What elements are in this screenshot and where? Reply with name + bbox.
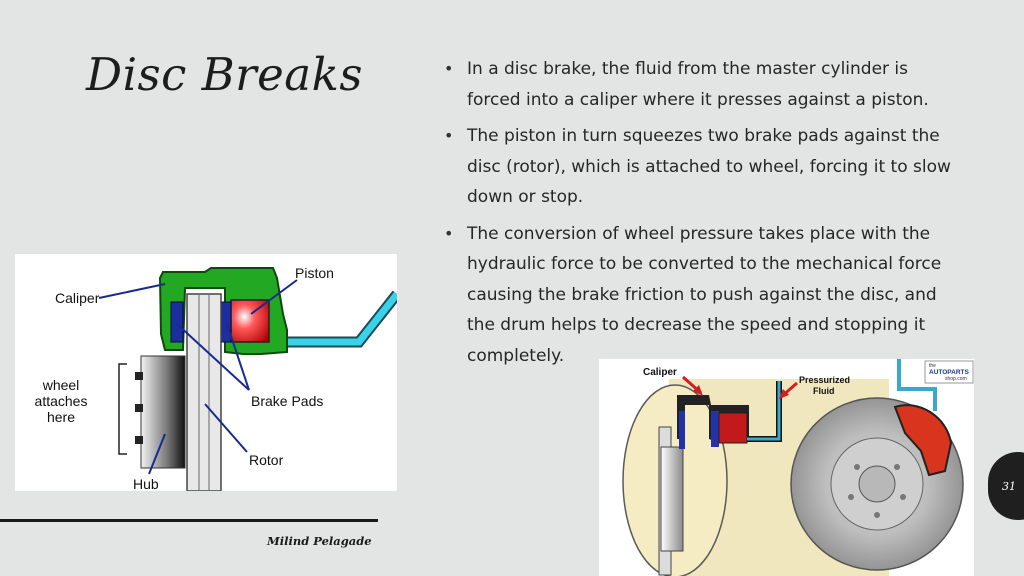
label-pressurized-1: Pressurized — [799, 375, 850, 385]
footer-rule — [0, 519, 378, 522]
label-brake-pads: Brake Pads — [251, 393, 323, 409]
label-rotor: Rotor — [249, 452, 284, 468]
logo-line-1: the — [929, 363, 936, 369]
label-hub: Hub — [133, 476, 159, 491]
leader-rotor — [204, 403, 248, 453]
hub — [140, 355, 186, 469]
piston — [230, 299, 270, 343]
arrow-caliper-head — [693, 385, 703, 396]
bullet-list: • In a disc brake, the fluid from the ma… — [444, 54, 964, 377]
lug-hole — [854, 464, 860, 470]
leader-hub — [148, 433, 166, 475]
disc-brake-diagram: Caliper Piston wheel attaches here Brake… — [15, 254, 402, 492]
bullet-item: • In a disc brake, the fluid from the ma… — [444, 54, 964, 115]
label-wheel-3: here — [47, 409, 75, 425]
rotor — [186, 293, 222, 492]
disc-brake-diagram-svg: Caliper Piston wheel attaches here Brake… — [35, 265, 402, 492]
lug-hole — [900, 494, 906, 500]
bullet-item: • The conversion of wheel pressure takes… — [444, 219, 964, 372]
fluid-line — [265, 291, 400, 346]
label-wheel-2: attaches — [35, 393, 88, 409]
lug-hole — [894, 464, 900, 470]
label-caliper-right: Caliper — [643, 367, 677, 378]
disc-brake-illustration: Caliper Pressurized Fluid the AUTOPARTS … — [599, 359, 974, 576]
hub-stud — [135, 436, 143, 444]
slide-title: Disc Breaks — [86, 48, 363, 101]
bullet-item: • The piston in turn squeezes two brake … — [444, 121, 964, 213]
page-number: 31 — [1002, 480, 1016, 493]
fluid-line-right — [897, 359, 937, 411]
lug-hole — [848, 494, 854, 500]
pad-section-inner — [711, 411, 719, 447]
caliper-red — [893, 404, 953, 477]
bullet-text: The piston in turn squeezes two brake pa… — [467, 126, 951, 207]
fluid-line-fill — [747, 381, 781, 441]
bullet-marker: • — [444, 223, 454, 243]
brake-pad-outer — [170, 301, 184, 343]
hub-section — [660, 446, 684, 552]
leader-pad-outer — [176, 323, 250, 391]
arrow-fluid-head — [779, 389, 789, 399]
label-caliper: Caliper — [55, 290, 100, 306]
label-wheel-1: wheel — [42, 377, 80, 393]
bullet-text: In a disc brake, the fluid from the mast… — [467, 59, 929, 110]
wheel-bracket — [118, 363, 127, 455]
logo-line-2: AUTOPARTS — [929, 369, 970, 376]
label-piston: Piston — [295, 265, 334, 281]
piston-section — [718, 412, 748, 444]
leader-pad-inner — [226, 323, 250, 391]
lug-hole — [874, 512, 880, 518]
logo-line-3: shop.com — [945, 376, 967, 382]
author-name: Milind Pelagade — [267, 534, 372, 548]
leader-piston — [250, 279, 298, 315]
bullet-marker: • — [444, 126, 454, 145]
rotor-center — [858, 465, 896, 503]
logo-box — [924, 360, 974, 384]
pad-section-outer — [679, 411, 685, 449]
page-number-badge — [988, 452, 1024, 520]
leader-caliper — [98, 283, 166, 299]
bullet-text: The conversion of wheel pressure takes p… — [467, 223, 942, 366]
label-pressurized-2: Fluid — [813, 386, 835, 396]
hub-stud — [135, 372, 143, 380]
brake-pad-inner — [220, 301, 232, 343]
hub-stud — [135, 404, 143, 412]
bullet-marker: • — [444, 59, 454, 78]
disc-brake-illustration-svg: Caliper Pressurized Fluid the AUTOPARTS … — [622, 359, 974, 576]
